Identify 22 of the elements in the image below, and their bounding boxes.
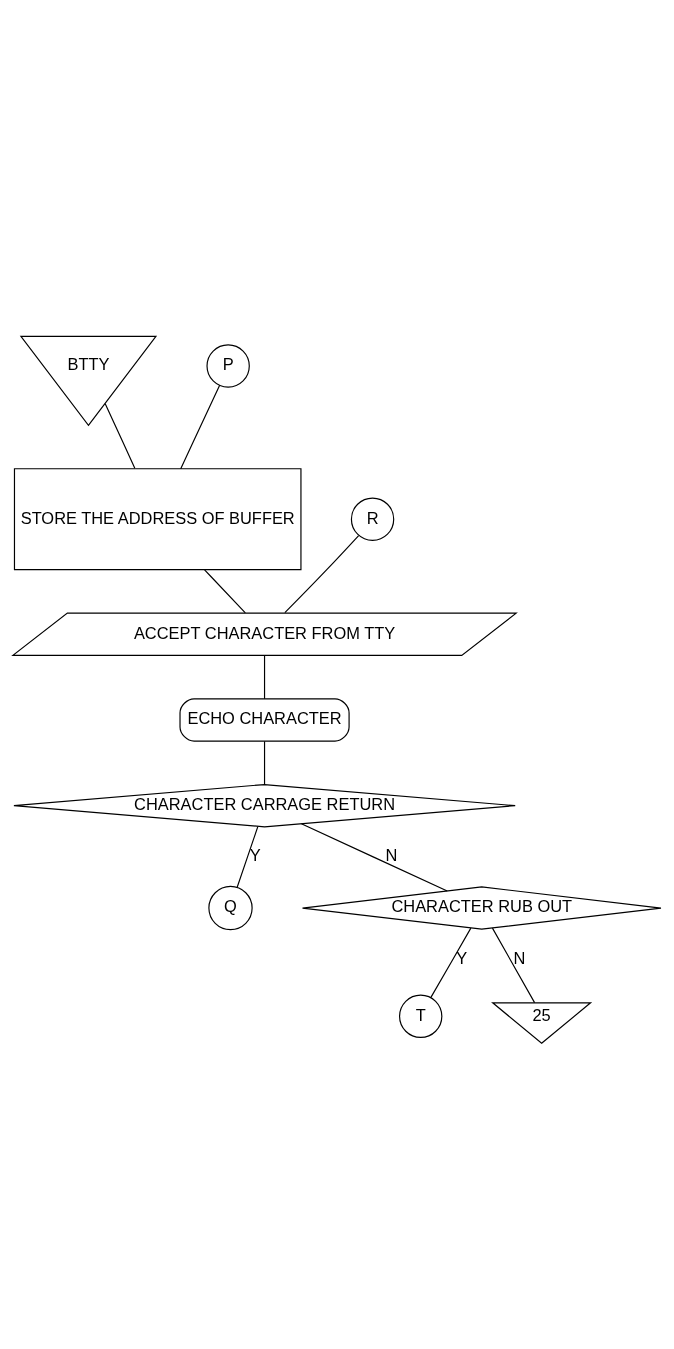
node-circle: P	[206, 343, 250, 388]
connector	[284, 534, 360, 613]
connector	[263, 654, 266, 699]
node-circle: R	[350, 497, 395, 541]
edge-label: N	[385, 845, 398, 864]
node-circle: T	[399, 994, 443, 1038]
edge-label: N	[513, 948, 526, 967]
node-box: ECHO CHARACTER	[179, 697, 350, 742]
connector	[300, 822, 448, 892]
connector	[236, 825, 259, 888]
connector	[430, 927, 472, 998]
connector	[104, 402, 136, 469]
connector	[263, 740, 266, 785]
node-diamond: CHARACTER CARRAGE RETURN	[13, 783, 516, 827]
node-diamond: CHARACTER RUB OUT	[301, 885, 662, 930]
connector	[180, 384, 221, 469]
connector	[204, 568, 246, 613]
edge-label: Y	[456, 948, 468, 967]
connector	[491, 927, 536, 1003]
edge-label: Y	[249, 845, 261, 864]
node-box: STORE THE ADDRESS OF BUFFER	[13, 467, 302, 570]
node-circle: Q	[208, 885, 253, 930]
